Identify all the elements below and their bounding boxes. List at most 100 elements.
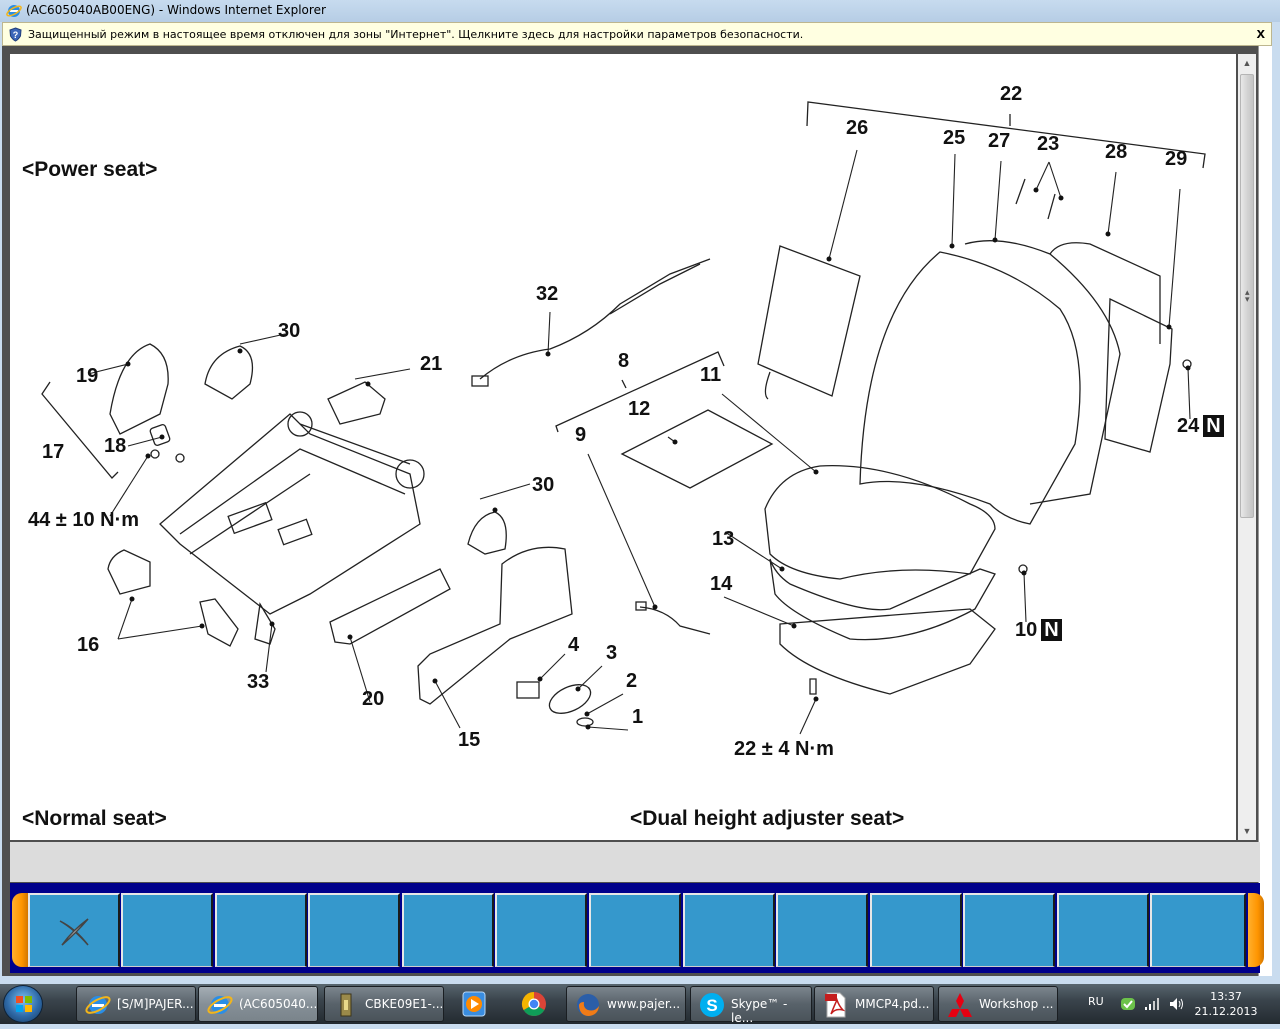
clock-date: 21.12.2013 bbox=[1194, 1005, 1258, 1018]
callout-12: 12 bbox=[628, 398, 651, 420]
taskbar-item-workshop[interactable]: Workshop ... bbox=[938, 986, 1058, 1022]
chrome-icon bbox=[521, 992, 546, 1017]
content-frame: <Power seat> <Normal seat> <Dual height … bbox=[2, 46, 1272, 976]
taskbar-pin-chrome[interactable] bbox=[512, 986, 556, 1022]
mitsubishi-icon bbox=[948, 993, 972, 1017]
language-indicator[interactable]: RU bbox=[1088, 995, 1104, 1008]
security-infobar[interactable]: ? Защищенный режим в настоящее время отк… bbox=[2, 22, 1272, 46]
taskbar-item-firefox[interactable]: www.pajer... bbox=[566, 986, 686, 1022]
system-clock[interactable]: 13:37 21.12.2013 bbox=[1194, 989, 1258, 1019]
toolbar-button-12[interactable] bbox=[1057, 893, 1149, 967]
part-18 bbox=[149, 424, 171, 446]
part-14 bbox=[779, 608, 996, 695]
toolbar-button-2[interactable] bbox=[121, 893, 213, 967]
taskbar-pin-media-player[interactable] bbox=[452, 986, 496, 1022]
part-13 bbox=[769, 558, 996, 641]
firefox-icon bbox=[577, 994, 599, 1016]
taskbar-item-label: Skype™ - le... bbox=[731, 997, 788, 1025]
callout-30-lower: 30 bbox=[532, 474, 555, 496]
toolbar-button-9[interactable] bbox=[776, 893, 868, 967]
media-player-icon bbox=[462, 991, 486, 1017]
toolbar-button-5[interactable] bbox=[402, 893, 494, 967]
taskbar-item-label: CBKE09E1-... bbox=[365, 997, 444, 1011]
callout-13: 13 bbox=[712, 528, 735, 550]
svg-text:S: S bbox=[706, 996, 717, 1015]
archive-icon bbox=[340, 993, 352, 1017]
toolbar-button-8[interactable] bbox=[683, 893, 775, 967]
toolbar-button-4[interactable] bbox=[308, 893, 400, 967]
vertical-scrollbar[interactable]: ▲ ▴▾ ▼ bbox=[1238, 54, 1256, 840]
toolbar-button-10[interactable] bbox=[870, 893, 962, 967]
taskbar-item-label: (AC605040... bbox=[239, 997, 318, 1011]
part-19 bbox=[109, 343, 169, 435]
callout-23: 23 bbox=[1037, 133, 1060, 155]
callout-16: 16 bbox=[77, 634, 100, 656]
toolbar-button-13[interactable] bbox=[1150, 893, 1246, 967]
toolbar-close-button[interactable] bbox=[28, 893, 120, 967]
scroll-thumb[interactable]: ▴▾ bbox=[1240, 74, 1254, 518]
windows-taskbar: [S/M]PAJER... (AC605040... CBKE09E1-... … bbox=[0, 984, 1280, 1025]
part-30-upper bbox=[204, 345, 254, 400]
infobar-close-button[interactable]: x bbox=[1256, 25, 1265, 42]
ie-icon bbox=[85, 996, 111, 1014]
taskbar-item-label: MMCP4.pd... bbox=[855, 997, 930, 1011]
bracket-22 bbox=[806, 101, 1206, 169]
taskbar-item-ie-ac605040[interactable]: (AC605040... bbox=[198, 986, 318, 1022]
start-button[interactable] bbox=[3, 985, 43, 1023]
taskbar-item-label: www.pajer... bbox=[607, 997, 681, 1011]
toolbar-button-6[interactable] bbox=[495, 893, 587, 967]
callout-9: 9 bbox=[575, 424, 587, 446]
window-titlebar: (AC605040AB00ENG) - Windows Internet Exp… bbox=[0, 0, 1280, 22]
callout-15: 15 bbox=[458, 729, 481, 751]
callout-29: 29 bbox=[1165, 148, 1188, 170]
taskbar-item-label: Workshop ... bbox=[979, 997, 1054, 1011]
callout-1: 1 bbox=[632, 706, 644, 728]
scroll-up-arrow-icon[interactable]: ▲ bbox=[1242, 58, 1252, 68]
part-23a bbox=[1015, 178, 1026, 205]
infobar-message[interactable]: Защищенный режим в настоящее время отклю… bbox=[28, 28, 804, 41]
taskbar-item-skype[interactable]: S Skype™ - le... bbox=[690, 986, 812, 1025]
exploded-view-diagram bbox=[41, 101, 1206, 735]
part-30-lower bbox=[467, 511, 507, 555]
callout-8: 8 bbox=[618, 350, 630, 372]
part-29 bbox=[1104, 297, 1173, 453]
skype-icon: S bbox=[700, 993, 724, 1017]
volume-icon[interactable] bbox=[1168, 996, 1184, 1012]
part-15 bbox=[417, 546, 573, 705]
part-25 bbox=[859, 251, 1081, 525]
part-26 bbox=[757, 245, 861, 397]
ie-icon bbox=[6, 5, 22, 17]
toolbar-right-cap bbox=[1248, 893, 1264, 967]
status-gray-bar bbox=[10, 842, 1260, 882]
section-title-normal-seat: <Normal seat> bbox=[22, 807, 167, 830]
taskbar-item-archive[interactable]: CBKE09E1-... bbox=[324, 986, 444, 1022]
part-32 bbox=[479, 258, 711, 380]
callout-2: 2 bbox=[626, 670, 638, 692]
taskbar-item-label: [S/M]PAJER... bbox=[117, 997, 194, 1011]
toolbar-button-11[interactable] bbox=[963, 893, 1055, 967]
network-signal-icon[interactable] bbox=[1144, 997, 1160, 1011]
taskbar-item-ie-pajero[interactable]: [S/M]PAJER... bbox=[76, 986, 196, 1022]
ie-icon bbox=[207, 996, 233, 1014]
torque-label-44: 44 ± 10 N·m bbox=[28, 509, 140, 531]
callout-14: 14 bbox=[710, 573, 733, 595]
part-23b bbox=[1047, 193, 1056, 220]
taskbar-item-pdf[interactable]: MMCP4.pd... bbox=[814, 986, 934, 1022]
section-title-power-seat: <Power seat> bbox=[22, 158, 158, 181]
scroll-down-arrow-icon[interactable]: ▼ bbox=[1242, 826, 1252, 836]
grip-icon: ▴▾ bbox=[1245, 287, 1250, 304]
callout-4: 4 bbox=[568, 634, 580, 656]
callout-21: 21 bbox=[420, 353, 443, 375]
part-27 bbox=[964, 240, 1121, 505]
new-part-mark-24: N bbox=[1203, 415, 1224, 437]
part-16b bbox=[199, 598, 239, 647]
toolbar-button-3[interactable] bbox=[215, 893, 307, 967]
security-check-icon[interactable] bbox=[1120, 996, 1136, 1012]
window-right-border bbox=[1258, 46, 1272, 976]
seat-frame-drawing bbox=[159, 411, 425, 645]
toolbar-button-7[interactable] bbox=[589, 893, 681, 967]
part-28 bbox=[1049, 242, 1161, 344]
callout-25: 25 bbox=[943, 127, 966, 149]
